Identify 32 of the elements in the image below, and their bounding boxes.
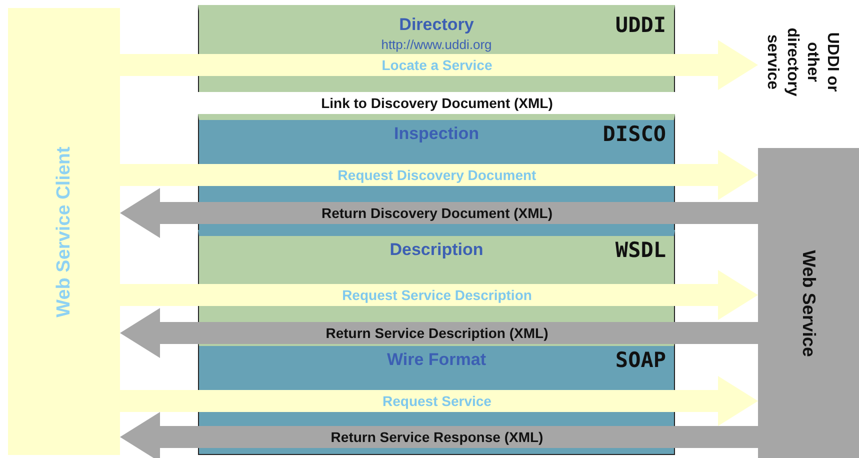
band-title: Inspection (394, 124, 479, 143)
directory-service-label: UDDI or other directory service (758, 20, 842, 104)
protocol-name: WSDL (615, 238, 666, 262)
arrow (120, 308, 758, 358)
band-title: Wire Format (386, 350, 486, 369)
arrow (120, 188, 758, 238)
band-header (198, 5, 675, 53)
edge-label: Request Service (382, 393, 492, 409)
band-title: Directory (399, 15, 474, 34)
note-text: Link to Discovery Document (XML) (321, 95, 553, 111)
edge-label: Locate a Service (382, 57, 492, 73)
service-box (758, 148, 859, 458)
client-bar (8, 8, 120, 455)
service-label: Web Service (798, 250, 819, 356)
edge-label: Return Service Description (XML) (326, 325, 548, 341)
protocol-name: DISCO (602, 122, 666, 146)
band-header (198, 114, 675, 162)
arrow (120, 376, 758, 426)
band-title: Description (390, 240, 484, 259)
arrow (120, 40, 758, 90)
arrow (120, 270, 758, 320)
band-header (198, 230, 675, 282)
url-text: http://www.uddi.org (380, 37, 493, 52)
edge-label: Request Discovery Document (338, 167, 536, 183)
edge-label: Return Discovery Document (XML) (321, 205, 553, 221)
protocol-name: SOAP (615, 348, 666, 372)
arrow (120, 412, 758, 458)
edge-label: Return Service Response (XML) (330, 429, 544, 445)
client-label: Web Service Client (53, 146, 75, 317)
protocol-name: UDDI (615, 13, 666, 37)
edge-label: Request Service Description (342, 287, 532, 303)
arrow (120, 150, 758, 200)
